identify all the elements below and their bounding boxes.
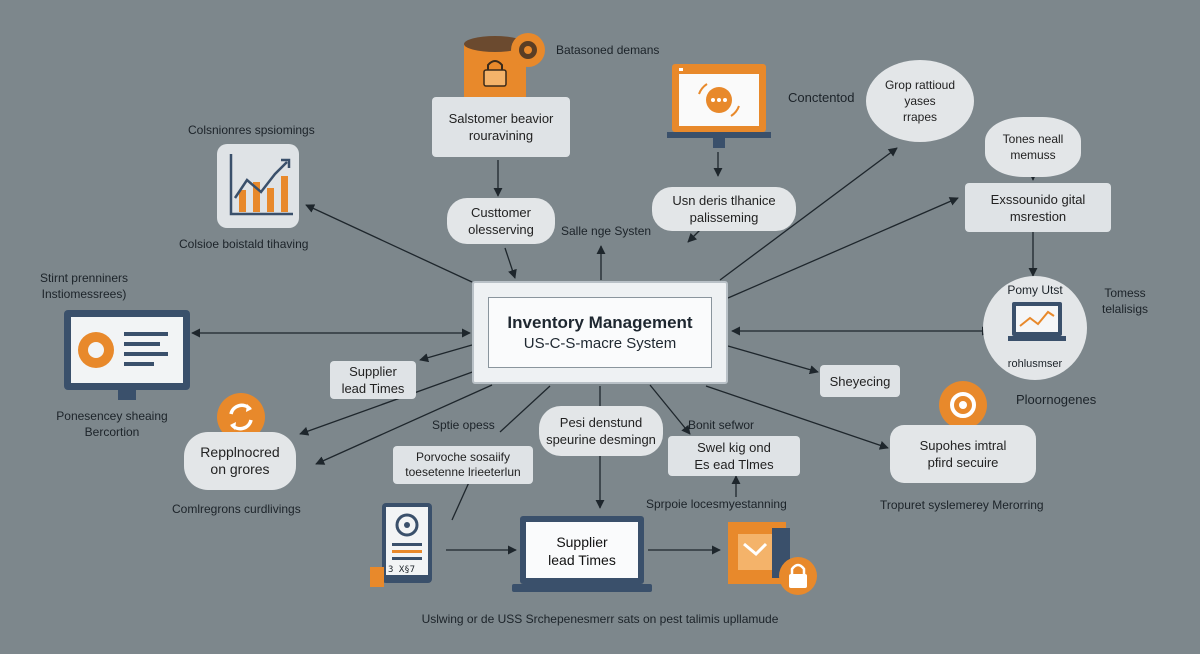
gear-icon xyxy=(938,380,988,430)
central-title: Inventory Management xyxy=(507,313,693,332)
arrow-central-bonit xyxy=(649,384,691,435)
arrow-central-replocred-a xyxy=(299,369,479,436)
shoyecing-node[interactable]: Sheyecing xyxy=(820,365,900,397)
sptie-label: Sptie opess xyxy=(432,418,495,432)
laptop-icon xyxy=(512,516,652,596)
sprpoie-label: Sprpoie locesmyestanning xyxy=(646,497,787,511)
laptop-right-label: Pomy Utst xyxy=(1007,283,1063,297)
lock-icon xyxy=(779,557,817,595)
pesi-pill[interactable]: Pesi denstund speurine desmingn xyxy=(539,406,663,456)
porvoche-node[interactable]: Porvoche sosaiify toesetenne lrieeterlun xyxy=(393,446,533,484)
box-icon xyxy=(722,518,818,598)
inventory-management-node[interactable]: Inventory Management US-C-S-macre System xyxy=(472,281,728,384)
gear-icon xyxy=(78,332,114,368)
monitor-icon xyxy=(64,310,190,406)
arrow-central-essounido xyxy=(727,197,959,299)
left-monitor-label: Stirnt prenniners Instiomessrees) xyxy=(39,271,129,301)
monitor-top-label: Conctentod xyxy=(788,90,855,105)
sale-system-label: Salle nge Systen xyxy=(561,224,652,238)
top-cylinder-label: Batasoned demans xyxy=(556,43,660,57)
essounido-node[interactable]: Exssounido gital msrestion xyxy=(965,183,1111,232)
bonit-label: Bonit sefwor xyxy=(688,418,755,432)
sync-icon xyxy=(216,392,266,442)
monitor-icon xyxy=(667,62,771,150)
gear-icon xyxy=(519,41,537,59)
arrow-central-group xyxy=(719,147,898,281)
replocred-node[interactable]: Repplnocred on grores xyxy=(184,432,296,490)
ploornogenes-label: Ploornogenes xyxy=(1016,392,1097,407)
tones-bubble[interactable]: Tones neall memuss xyxy=(985,117,1081,177)
footer-caption: Uslwing or de USS Srchepenesmerr sats on… xyxy=(421,612,779,626)
arrow-central-replocred-b xyxy=(315,384,493,465)
arrow-central-shoyecing xyxy=(727,345,819,375)
laptop-right-caption: rohlusmser xyxy=(1007,358,1063,370)
swel-node[interactable]: Swel kig ond Es ead Tlmes xyxy=(668,436,800,476)
arrow-central-supplier xyxy=(419,344,473,363)
arrow-porvoche-down xyxy=(451,479,471,521)
comregrons-label: Comlregrons curdlivings xyxy=(172,502,301,516)
arrow-central-sptie xyxy=(499,385,551,433)
left-monitor-caption: Ponesencey sheaing Bercortion xyxy=(56,409,168,439)
database-icon xyxy=(462,30,552,112)
arrow-usn xyxy=(687,229,701,243)
chart-label-top: Colsnionres spsiomings xyxy=(188,123,315,137)
usn-pill[interactable]: Usn deris tlhanice palisseming xyxy=(652,187,796,231)
tomess-label: Tomess telalisigs xyxy=(1101,286,1149,316)
group-bubble[interactable]: Grop rattioud yases rrapes xyxy=(866,60,974,142)
supplier-lead-times-node[interactable]: Supplier lead Times xyxy=(330,361,416,399)
arrow-central-chart xyxy=(305,204,473,283)
customer-behavior-node[interactable]: Salstomer beavior rouravining xyxy=(432,97,570,157)
troporet-label: Tropuret syslemerey Merorring xyxy=(880,498,1044,512)
suppohes-node[interactable]: Supohes imtral pfird secuire xyxy=(890,425,1036,483)
device-text: 3 X§7 xyxy=(388,565,416,575)
chart-label-bottom: Colsioe boistald tihaving xyxy=(179,237,309,251)
central-subtitle: US-C-S-macre System xyxy=(523,335,677,352)
tablet-icon xyxy=(370,503,436,591)
chart-icon xyxy=(217,144,299,228)
laptop-icon xyxy=(1008,300,1066,346)
laptop-center-label: Supplier lead Times xyxy=(548,534,616,568)
arrow-central-suppohes xyxy=(705,385,889,450)
gear-icon xyxy=(395,513,419,537)
customer-pill[interactable]: Custtomer olesserving xyxy=(447,198,555,244)
arrow-customer-central xyxy=(504,247,517,279)
